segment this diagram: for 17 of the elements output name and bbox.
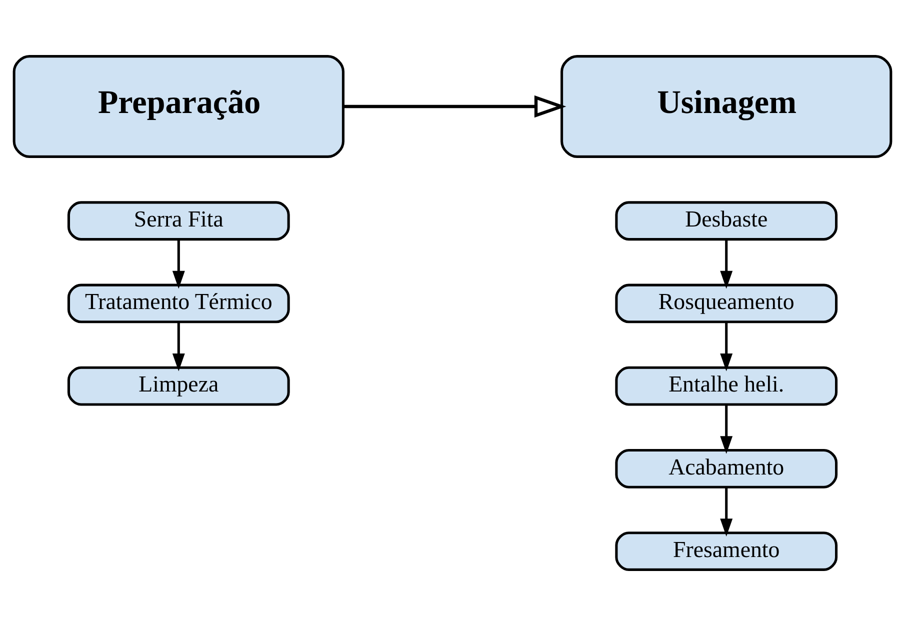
arrow xyxy=(172,322,184,372)
arrow xyxy=(720,404,732,454)
arrow xyxy=(720,240,732,289)
node-box: Usinagem xyxy=(560,55,892,158)
arrow xyxy=(720,487,732,536)
arrow xyxy=(342,95,566,118)
node-box: Entalhe heli. xyxy=(614,366,838,406)
node-box: Acabamento xyxy=(614,448,838,488)
node-box: Fresamento xyxy=(614,532,838,571)
node-box: Tratamento Térmico xyxy=(66,284,290,324)
arrow xyxy=(172,240,184,289)
node-box: Limpeza xyxy=(66,366,290,406)
node-box: Desbaste xyxy=(614,201,838,241)
node-box: Rosqueamento xyxy=(614,284,838,324)
node-box: Serra Fita xyxy=(66,201,290,241)
node-box: Preparação xyxy=(12,55,344,158)
arrow xyxy=(720,322,732,372)
